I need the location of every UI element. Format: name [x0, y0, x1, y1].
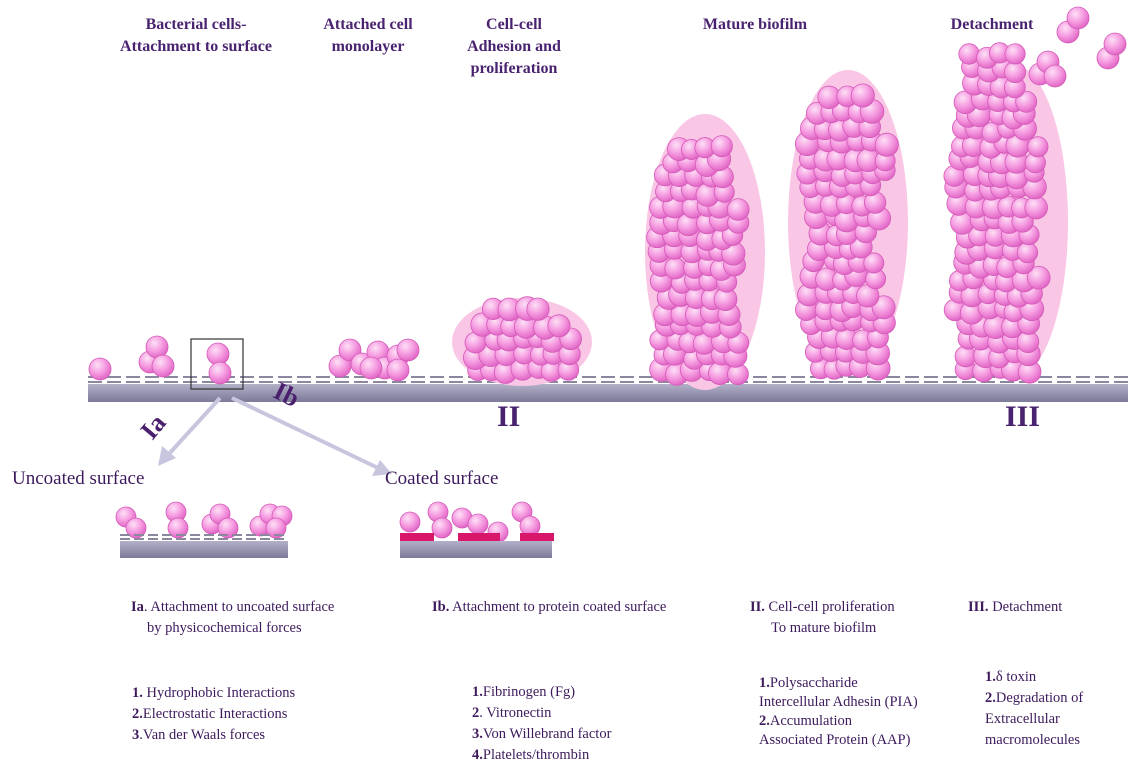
coated-surface-label: Coated surface	[385, 468, 498, 490]
list-item: 2. Vitronectin	[472, 703, 611, 724]
list-item: Associated Protein (AAP)	[759, 731, 918, 750]
bacterial-cell	[1104, 33, 1126, 55]
list-item: 1.δ toxin	[985, 667, 1083, 688]
bacterial-cell	[89, 358, 111, 380]
coated-surface	[400, 533, 554, 558]
list-item: 2.Accumulation	[759, 712, 918, 731]
bacterial-cell	[1017, 242, 1037, 262]
description-ii: II. Cell-cell proliferation To mature bi…	[750, 597, 895, 639]
bacterial-cell	[711, 136, 732, 157]
stage-title-attachment: Bacterial cells-Attachment to surface	[96, 14, 296, 58]
list-item: 1.Polysaccharide	[759, 674, 918, 693]
stage-title-mature-biofilm: Mature biofilm	[680, 14, 830, 36]
bacterial-cell	[152, 355, 174, 377]
list-item: macromolecules	[985, 730, 1083, 751]
list-iii: 1.δ toxin 2.Degradation of Extracellular…	[985, 667, 1083, 751]
list-item: 3.Von Willebrand factor	[472, 724, 611, 745]
list-ii: 1.Polysaccharide Intercellular Adhesin (…	[759, 674, 918, 750]
list-item: Intercellular Adhesin (PIA)	[759, 693, 918, 712]
bacterial-cell	[851, 84, 874, 107]
stage-title-detachment: Detachment	[932, 14, 1052, 36]
bacterial-cell	[527, 298, 549, 320]
bacterial-cell	[1028, 137, 1048, 157]
list-item: 2.Electrostatic Interactions	[132, 704, 295, 725]
bacterial-cells	[89, 7, 1126, 542]
arrow-ib	[232, 398, 392, 476]
list-item: 1.Fibrinogen (Fg)	[472, 682, 611, 703]
stage-label-iii: III	[1005, 400, 1040, 434]
bacterial-cell	[1044, 65, 1066, 87]
uncoated-surface-label: Uncoated surface	[12, 468, 144, 490]
bacterial-cell	[207, 343, 229, 365]
bacterial-cell	[548, 315, 570, 337]
stage-label-ii: II	[497, 400, 520, 434]
bacterial-cell	[146, 336, 168, 358]
list-item: 4.Platelets/thrombin	[472, 745, 611, 766]
list-ia: 1. Hydrophobic Interactions 2.Electrosta…	[132, 683, 295, 746]
bacterial-cell	[1005, 44, 1025, 64]
bacterial-cell	[468, 514, 488, 534]
bacterial-cell	[209, 362, 231, 384]
list-item: Extracellular	[985, 709, 1083, 730]
list-item: 3.Van der Waals forces	[132, 725, 295, 746]
bacterial-cell	[727, 199, 749, 221]
bacterial-cell	[1025, 196, 1048, 219]
description-iii: III. Detachment	[968, 597, 1062, 618]
description-ib: Ib. Attachment to protein coated surface	[432, 597, 666, 618]
bacterial-cell	[397, 339, 419, 361]
bacterial-cell	[360, 357, 382, 379]
bacterial-cell	[665, 258, 686, 279]
uncoated-surface	[120, 535, 288, 558]
bacterial-cell	[432, 518, 452, 538]
bacterial-cell	[400, 512, 420, 532]
bacterial-cell	[875, 133, 898, 156]
bacterial-cell	[387, 359, 409, 381]
list-item: 2.Degradation of	[985, 688, 1083, 709]
list-item: 1. Hydrophobic Interactions	[132, 683, 295, 704]
bacterial-cell	[1067, 7, 1089, 29]
list-ib: 1.Fibrinogen (Fg) 2. Vitronectin 3.Von W…	[472, 682, 611, 766]
bacterial-cell	[1005, 62, 1026, 83]
main-surface	[88, 377, 1128, 402]
description-ia: Ia. Attachment to uncoated surface by ph…	[131, 597, 334, 639]
bacterial-cell	[959, 44, 980, 65]
